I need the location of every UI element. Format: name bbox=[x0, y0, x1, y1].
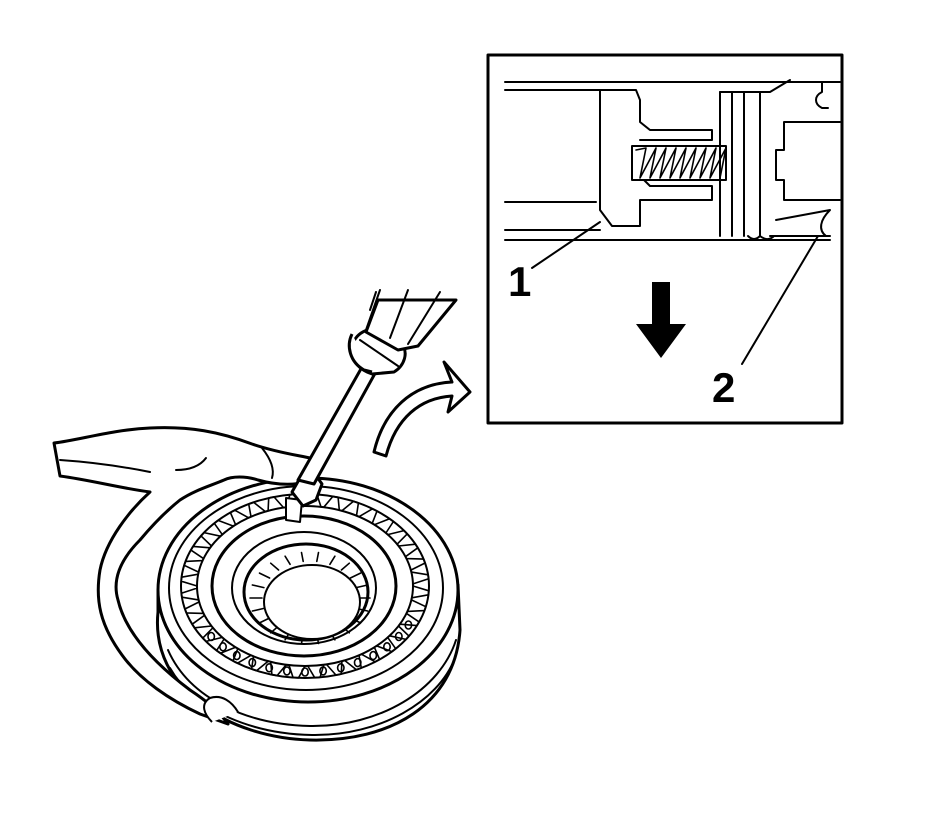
leader-line-2 bbox=[741, 235, 819, 365]
ring-hole bbox=[282, 666, 291, 676]
spline-tooth bbox=[251, 584, 265, 589]
synchronizer-assembly bbox=[156, 476, 462, 742]
hub bbox=[210, 514, 398, 658]
spline-tooth bbox=[300, 551, 305, 563]
spline-tooth bbox=[355, 584, 369, 589]
ring-hole bbox=[219, 641, 228, 652]
ring-hole bbox=[353, 657, 362, 668]
hand bbox=[52, 426, 321, 726]
detent-spring bbox=[631, 145, 727, 181]
spline-tooth bbox=[340, 562, 351, 571]
spline-tooth bbox=[315, 551, 320, 563]
curved-arrow-icon bbox=[372, 360, 472, 458]
spline-tooth bbox=[251, 607, 265, 612]
ring-hole bbox=[319, 666, 328, 676]
callout-2: 2 bbox=[712, 364, 735, 411]
ring-hole bbox=[369, 650, 378, 661]
ring-hole bbox=[404, 620, 413, 630]
ring-hole bbox=[265, 662, 274, 673]
callout-1: 1 bbox=[508, 258, 531, 305]
cross-section bbox=[504, 79, 841, 241]
spline-tooth bbox=[258, 572, 271, 579]
ring-hole bbox=[336, 662, 345, 673]
leader-line-1 bbox=[531, 221, 601, 269]
ring-hole bbox=[207, 631, 216, 642]
spline-tooth bbox=[284, 555, 291, 566]
ring-hole bbox=[248, 657, 257, 668]
spline-tooth bbox=[329, 555, 336, 566]
arrow-down-icon bbox=[636, 282, 686, 358]
ring-hole bbox=[232, 650, 241, 661]
spline-tooth bbox=[269, 562, 280, 571]
detail-inset: 1 2 bbox=[486, 53, 844, 425]
ring-hole bbox=[394, 631, 403, 642]
screwdriver bbox=[290, 289, 458, 508]
spline-tooth bbox=[349, 572, 362, 579]
ring-hole bbox=[300, 667, 309, 677]
ring-hole bbox=[382, 641, 391, 652]
